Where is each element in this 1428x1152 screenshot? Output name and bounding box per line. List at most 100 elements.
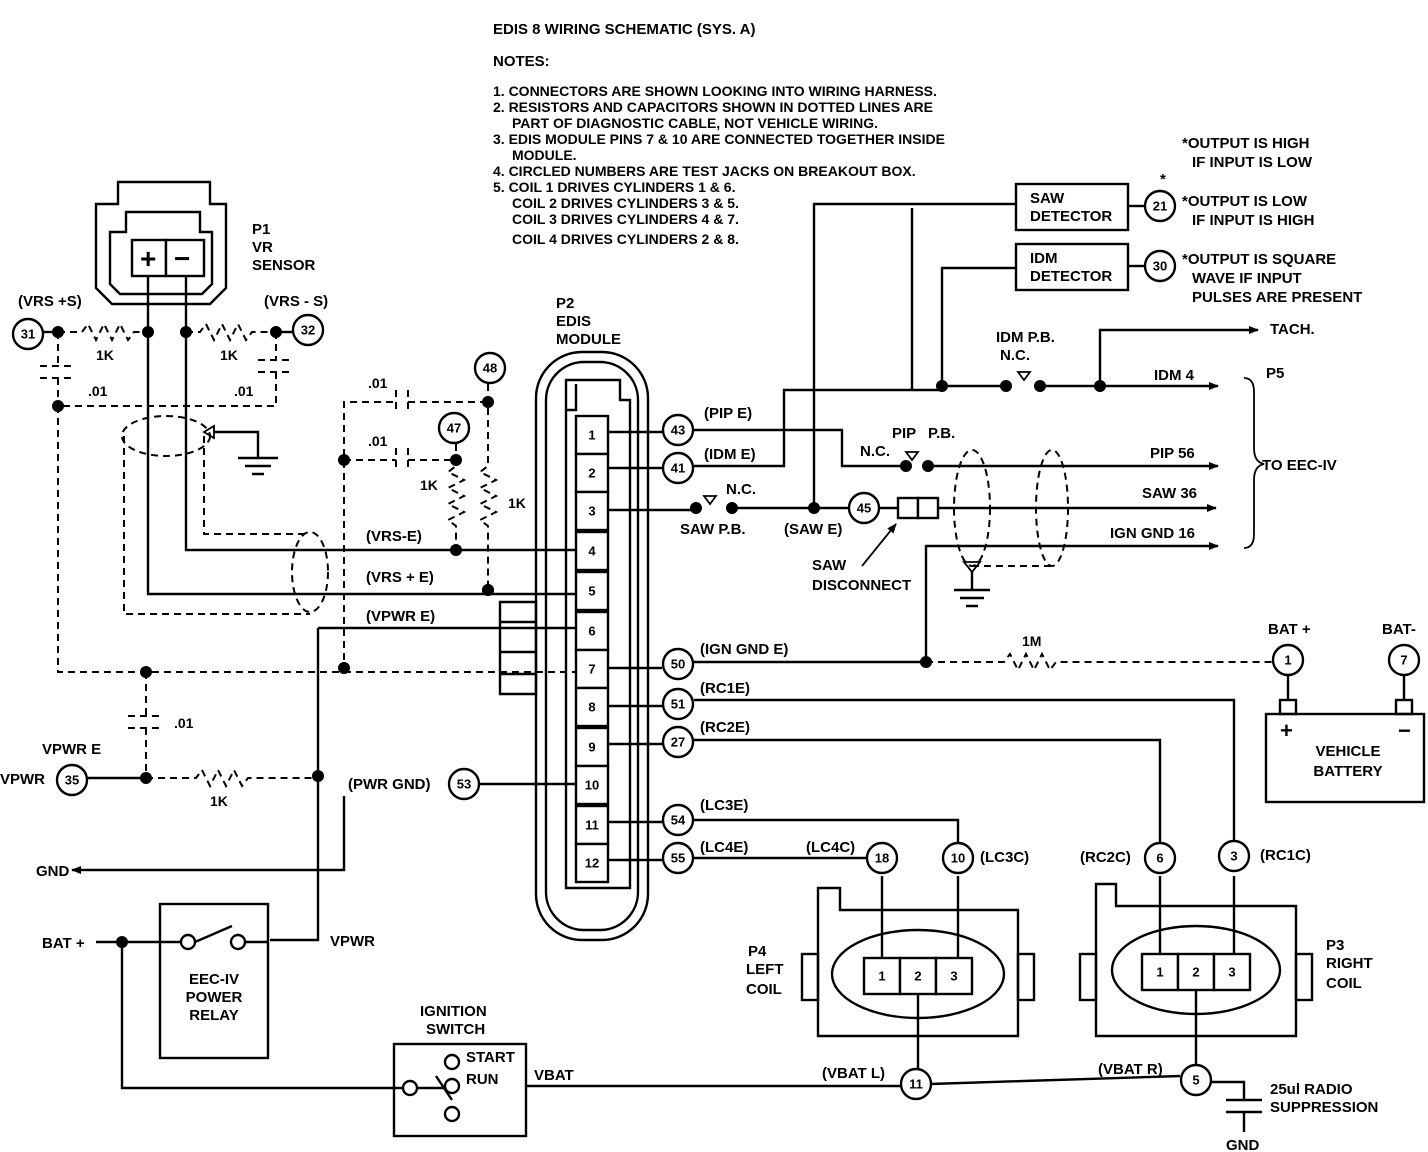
idm-detector-line2: DETECTOR: [1030, 268, 1112, 285]
p3-line2: COIL: [1326, 975, 1362, 992]
test-jack-label: 41: [671, 461, 685, 476]
p2-line1: EDIS: [556, 313, 591, 330]
p2-id: P2: [556, 295, 574, 312]
test-jack-label: 35: [65, 773, 79, 788]
p2-pin: 1: [588, 428, 595, 443]
note-line: MODULE.: [512, 147, 577, 163]
test-jack-label: 53: [457, 777, 471, 792]
label-vrs-e: (VRS-E): [366, 528, 422, 545]
test-jack-label: 21: [1153, 199, 1167, 214]
note-line: 4. CIRCLED NUMBERS ARE TEST JACKS ON BRE…: [493, 163, 916, 179]
note-line: 1. CONNECTORS ARE SHOWN LOOKING INTO WIR…: [493, 83, 937, 99]
test-jack-label: 55: [671, 851, 685, 866]
label-01-right: .01: [234, 383, 254, 399]
test-jack-53: 53: [447, 767, 481, 801]
label-saw-disconnect-2: DISCONNECT: [812, 577, 911, 594]
label-rc1e: (RC1E): [700, 680, 750, 697]
p2-pin: 12: [585, 856, 599, 871]
test-jack-55: 55: [661, 841, 695, 875]
test-jack-31: 31: [11, 317, 45, 351]
p3-line1: RIGHT: [1326, 955, 1373, 972]
note-line: 3. EDIS MODULE PINS 7 & 10 ARE CONNECTED…: [493, 131, 945, 147]
label-1k-left: 1K: [96, 347, 114, 363]
label-saw-disconnect-1: SAW: [812, 557, 847, 574]
p4-line1: LEFT: [746, 961, 784, 978]
relay-line2: POWER: [186, 989, 243, 1006]
ign-line2: SWITCH: [426, 1021, 485, 1038]
note-line: COIL 2 DRIVES CYLINDERS 3 & 5.: [512, 195, 739, 211]
p4-pin: 2: [914, 969, 921, 984]
test-jack-1: 1: [1271, 643, 1305, 677]
label-1k-47: 1K: [420, 477, 438, 493]
p3-pin: 2: [1192, 965, 1199, 980]
label-idm4: IDM 4: [1154, 367, 1195, 384]
label-01-top: .01: [368, 375, 388, 391]
label-vrs-plus-e: (VRS + E): [366, 569, 434, 586]
test-jack-label: 54: [671, 813, 686, 828]
notes-list: 1. CONNECTORS ARE SHOWN LOOKING INTO WIR…: [493, 83, 945, 247]
p1-vr-sensor: + − P1 VR SENSOR: [94, 180, 316, 306]
label-nc-idm: N.C.: [1000, 347, 1030, 364]
label-01-vpwr: .01: [174, 715, 194, 731]
p2-pin: 7: [588, 662, 595, 677]
eec-iv-power-relay: EEC-IV POWER RELAY: [158, 902, 270, 1060]
label-pip56: PIP 56: [1150, 445, 1195, 462]
test-jack-6: 6: [1143, 841, 1177, 875]
test-jack-label: 7: [1400, 653, 1407, 668]
asterisk-mark: *: [1160, 171, 1166, 188]
test-jack-label: 50: [671, 657, 685, 672]
label-nc-saw: N.C.: [726, 481, 756, 498]
test-jack-32: 32: [291, 313, 325, 347]
ign-run: RUN: [466, 1071, 499, 1088]
label-bat-minus: BAT-: [1382, 621, 1416, 638]
p2-edis-module: P2 EDIS MODULE: [498, 295, 650, 942]
p1-plus-terminal: +: [140, 243, 156, 274]
label-saw-e: (SAW E): [784, 521, 842, 538]
test-jack-label: 45: [857, 501, 871, 516]
ign-start: START: [466, 1049, 515, 1066]
p2-pins: 1 2 3 4 5 6 7 8 9 10 11 12: [574, 414, 610, 884]
p2-pin: 3: [588, 504, 595, 519]
label-pwr-gnd: (PWR GND): [348, 776, 431, 793]
battery-plus-sign: +: [1280, 718, 1293, 743]
test-jack-41: 41: [661, 451, 695, 485]
output-note-line: PULSES ARE PRESENT: [1192, 289, 1362, 306]
schematic-title: EDIS 8 WIRING SCHEMATIC (SYS. A): [493, 21, 756, 38]
label-idm-e: (IDM E): [704, 446, 756, 463]
p1-line1: VR: [252, 239, 273, 256]
p4-id: P4: [748, 943, 767, 960]
test-jack-label: 43: [671, 423, 685, 438]
test-jack-10: 10: [941, 841, 975, 875]
vehicle-battery: + − VEHICLE BATTERY: [1264, 712, 1426, 804]
label-ign-gnd16: IGN GND 16: [1110, 525, 1195, 542]
ign-line1: IGNITION: [420, 1003, 487, 1020]
p1-minus-terminal: −: [174, 243, 190, 274]
saw-detector-line1: SAW: [1030, 190, 1065, 207]
p5-to: TO EEC-IV: [1262, 457, 1337, 474]
label-1k-right: 1K: [220, 347, 238, 363]
label-vbat: VBAT: [534, 1067, 574, 1084]
label-pip: PIP: [892, 425, 916, 442]
label-tach: TACH.: [1270, 321, 1315, 338]
output-note-line: *OUTPUT IS SQUARE: [1182, 251, 1336, 268]
battery-line2: BATTERY: [1313, 763, 1382, 780]
label-pb: P.B.: [928, 425, 955, 442]
label-bat-plus: BAT +: [1268, 621, 1311, 638]
label-01-mid: .01: [368, 433, 388, 449]
label-saw36: SAW 36: [1142, 485, 1197, 502]
p2-pin: 4: [588, 544, 596, 559]
label-radio-2: SUPPRESSION: [1270, 1099, 1378, 1116]
p5-id: P5: [1266, 365, 1284, 382]
test-jack-3: 3: [1217, 839, 1251, 873]
label-gnd-left: GND: [36, 863, 70, 880]
label-vpwr: VPWR: [0, 771, 45, 788]
p3-pin: 1: [1156, 965, 1163, 980]
p4-left-coil: 1 2 3 P4 LEFT COIL: [746, 886, 1036, 1038]
test-jack-47: 47: [437, 411, 471, 445]
label-rc2c: (RC2C): [1080, 849, 1131, 866]
label-pip-e: (PIP E): [704, 405, 752, 422]
test-jack-48: 48: [473, 351, 507, 385]
test-jack-label: 32: [301, 323, 315, 338]
label-vrs-minus-s: (VRS - S): [264, 293, 328, 310]
